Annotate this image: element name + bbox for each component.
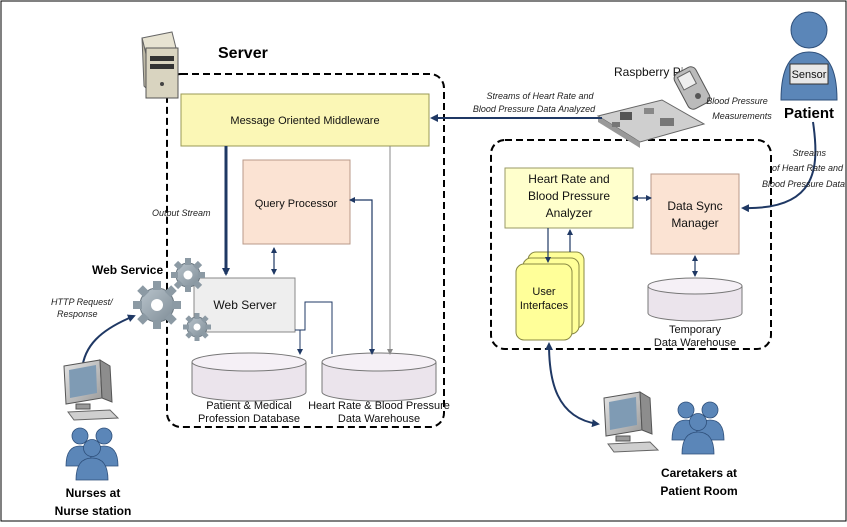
query-warehouse-arrow <box>349 197 375 355</box>
web-service-gears-icon <box>133 258 211 341</box>
bp-measurements-label-2: Measurements <box>712 111 772 121</box>
blood-pressure-device-icon <box>673 66 711 110</box>
output-stream-label: Output Stream <box>152 208 211 218</box>
streams-middleware-label-1: Streams of Heart Rate and <box>486 91 594 101</box>
patient-streams-arrow <box>741 121 817 213</box>
nurse-monitor-icon <box>63 359 120 421</box>
bp-measurements-label-1: Blood Pressure <box>706 96 768 106</box>
nurses-group-icon <box>65 427 119 481</box>
analyzer-label-1: Heart Rate and <box>528 172 609 186</box>
query-processor-box <box>242 159 351 245</box>
data-sync-box <box>650 173 740 255</box>
sensor-label: Sensor <box>792 69 827 81</box>
patient-title: Patient <box>784 105 834 122</box>
raspberry-pi-title: Raspberry Pi <box>614 65 683 79</box>
data-sync-label-2: Manager <box>671 216 718 230</box>
patient-icon <box>780 11 838 101</box>
user-interfaces-stack <box>515 251 585 341</box>
data-sync-label-1: Data Sync <box>667 199 722 213</box>
ui-caretakers-arrow <box>545 342 600 428</box>
temporary-warehouse-cylinder <box>647 277 743 322</box>
streams-middleware-label-2: Blood Pressure Data Analyzed <box>473 104 596 114</box>
analyzer-label-2: Blood Pressure <box>528 189 610 203</box>
middleware-label: Message Oriented Middleware <box>230 115 379 127</box>
raspberry-pi-board-icon <box>596 99 706 148</box>
caretakers-label-2: Patient Room <box>660 484 737 498</box>
patient-streams-label-1: Streams <box>792 148 826 158</box>
caretakers-group-icon <box>671 401 725 455</box>
caretakers-label-1: Caretakers at <box>661 466 737 480</box>
patient-database-cylinder <box>191 352 307 402</box>
server-tower-icon <box>141 31 179 99</box>
temp-warehouse-label-1: Temporary <box>669 324 721 336</box>
server-region <box>166 73 445 428</box>
hr-bp-warehouse-label-2: Data Warehouse <box>338 413 420 425</box>
patient-db-label-2: Profession Database <box>198 413 300 425</box>
http-label-2: Response <box>57 309 98 319</box>
webserver-db-connector <box>295 301 333 354</box>
server-title: Server <box>218 45 268 62</box>
hr-bp-warehouse-label-1: Heart Rate & Blood Pressure <box>308 400 450 412</box>
web-server-box <box>193 277 296 333</box>
patient-db-label-1: Patient & Medical <box>206 400 292 412</box>
user-interfaces-label-1: User <box>532 286 556 298</box>
nurses-label-1: Nurses at <box>66 486 121 500</box>
web-server-label: Web Server <box>213 298 276 312</box>
sensor-box <box>789 63 829 85</box>
analyzer-label-3: Analyzer <box>546 206 593 220</box>
web-service-title: Web Service <box>92 263 163 277</box>
caretaker-monitor-icon <box>603 391 660 453</box>
nurses-label-2: Nurse station <box>55 504 132 518</box>
middleware-box <box>180 93 430 147</box>
http-label-1: HTTP Request/ <box>51 297 114 307</box>
hr-bp-warehouse-cylinder <box>321 352 437 402</box>
user-interfaces-label-2: Interfaces <box>520 300 569 312</box>
query-processor-label: Query Processor <box>255 198 338 210</box>
patient-streams-label-3: Blood Pressure Data <box>762 179 845 189</box>
patient-streams-label-2: of Heart Rate and <box>772 163 844 173</box>
analyzer-box <box>504 167 634 229</box>
temp-warehouse-label-2: Data Warehouse <box>654 337 736 349</box>
